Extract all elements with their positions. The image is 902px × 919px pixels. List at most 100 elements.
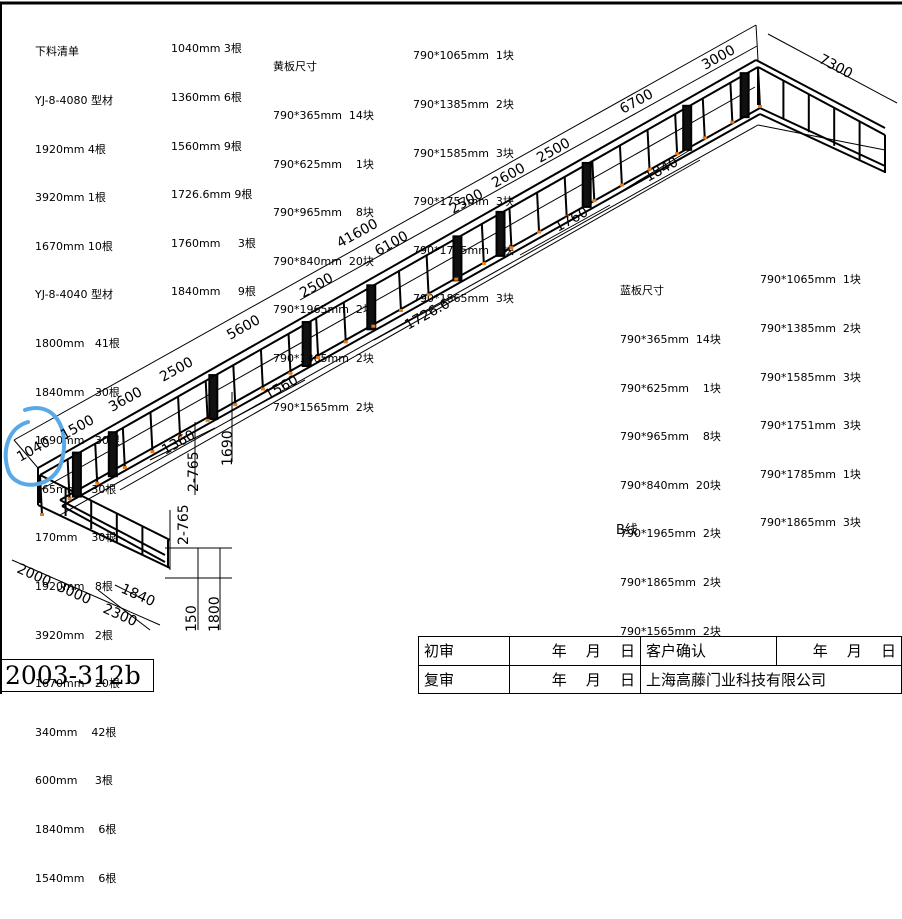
dimension-label: 1840 bbox=[118, 581, 157, 610]
day-label: 日 bbox=[619, 670, 635, 689]
cut-list-line: 1760mm 3根 bbox=[171, 236, 256, 250]
blue-board-title: 蓝板尺寸 bbox=[620, 284, 664, 298]
cut-list-line: 1360mm 6根 bbox=[171, 91, 242, 104]
month-label: 月 bbox=[585, 670, 601, 689]
blue-board-line: 790*1585mm 3块 bbox=[760, 370, 861, 384]
dimension-label: 1040 bbox=[14, 434, 53, 465]
cut-list-line: 1040mm 3根 bbox=[171, 42, 242, 56]
yellow-board-line: 790*365mm 14块 bbox=[273, 109, 374, 122]
blue-board-line: 790*1785mm 1块 bbox=[760, 467, 861, 481]
bolt-marker bbox=[205, 418, 210, 422]
dimension-label: 2000 bbox=[14, 561, 53, 590]
bolt-marker bbox=[564, 214, 569, 218]
fence-post bbox=[204, 380, 209, 421]
dimension-label: 2500 bbox=[534, 135, 573, 166]
blue-board-line: 790*840mm 20块 bbox=[620, 478, 721, 492]
drawing-sheet: 下料清单 YJ-8-4080 型材 1920mm 4根 3920mm 1根 16… bbox=[0, 1, 902, 885]
yellow-board-line: 790*1065mm 1块 bbox=[413, 49, 514, 63]
main-fence-run bbox=[37, 59, 886, 569]
fence-post bbox=[563, 176, 568, 217]
bolt-markers bbox=[40, 105, 762, 516]
gate-post bbox=[107, 431, 118, 478]
gate-post bbox=[495, 210, 506, 257]
bolt-marker bbox=[509, 246, 514, 250]
bolt-marker bbox=[371, 324, 376, 328]
cut-list-line: 3920mm 2根 bbox=[35, 628, 113, 642]
fence-post bbox=[646, 129, 651, 170]
blue-board-line: 790*1865mm 2块 bbox=[620, 575, 721, 589]
fence-post bbox=[315, 318, 320, 359]
yellow-board-line: 790*840mm 20块 bbox=[273, 254, 374, 268]
bolt-marker bbox=[150, 450, 155, 454]
bolt-marker bbox=[288, 371, 293, 375]
dimension-label: 1690 bbox=[220, 430, 236, 466]
fence-post bbox=[177, 396, 182, 437]
dimension-label: 2300 bbox=[100, 601, 139, 630]
customer-confirm-label: 客户确认 bbox=[640, 636, 777, 666]
bolt-marker bbox=[702, 136, 707, 140]
bolt-marker bbox=[260, 387, 265, 391]
bolt-marker bbox=[730, 120, 735, 124]
dimension-label: 6100 bbox=[372, 228, 411, 259]
fence-post bbox=[701, 98, 706, 139]
cut-list-line: 170mm 30根 bbox=[35, 531, 117, 545]
line-label: B线 bbox=[616, 523, 638, 538]
bolt-marker bbox=[592, 199, 597, 203]
blue-board-line: 790*1965mm 2块 bbox=[620, 527, 721, 541]
first-review-date: 年 月 日 bbox=[509, 636, 641, 666]
dimension-label: 7300 bbox=[816, 51, 855, 82]
yellow-board-line: 790*1865mm 3块 bbox=[413, 292, 514, 306]
dimension-label: 3000 bbox=[54, 579, 93, 608]
yellow-board-title: 黄板尺寸 bbox=[273, 60, 317, 74]
bolt-marker bbox=[647, 167, 652, 171]
cut-list-line: YJ-8-4080 型材 bbox=[35, 94, 113, 107]
blue-board-line: 790*365mm 14块 bbox=[620, 333, 721, 346]
cut-list-column-2: 1040mm 3根 1360mm 6根 1560mm 9根 1726.6mm 9… bbox=[171, 9, 256, 333]
title-block: 初审 年 月 日 客户确认 年 月 日 复审 年 月 bbox=[418, 636, 902, 694]
fence-post bbox=[149, 412, 154, 453]
year-label: 年 bbox=[551, 670, 567, 689]
cut-list-line: 1840mm 6根 bbox=[35, 822, 117, 836]
cut-list-line: 340mm 42根 bbox=[35, 725, 117, 739]
bolt-marker bbox=[454, 277, 459, 281]
blue-board-column-2: 790*1065mm 1块 790*1385mm 2块 790*1585mm 3… bbox=[760, 240, 861, 564]
fence-post bbox=[287, 333, 292, 374]
month-label: 月 bbox=[585, 642, 601, 661]
dimension-label: 2600 bbox=[489, 160, 528, 191]
blue-board-line: 790*1065mm 1块 bbox=[760, 273, 861, 287]
bolt-marker bbox=[537, 230, 542, 234]
gate-post bbox=[208, 374, 219, 421]
fence-post bbox=[425, 255, 430, 296]
customer-confirm-date: 年 月 日 bbox=[776, 636, 902, 666]
re-review-date: 年 月 日 bbox=[509, 664, 641, 694]
cut-list-line: 3920mm 1根 bbox=[35, 191, 106, 205]
dimension-label: 3000 bbox=[699, 42, 738, 73]
re-review-label: 复审 bbox=[418, 664, 510, 694]
bolt-marker bbox=[481, 261, 486, 265]
yellow-board-line: 790*1565mm 2块 bbox=[273, 400, 374, 414]
bolt-marker bbox=[67, 497, 72, 501]
cut-list-line: 1840mm 30根 bbox=[35, 385, 120, 399]
dimension-label: 2500 bbox=[447, 186, 486, 217]
isometric-frame-drawing: 41600 7300 3000 6700 2500 2600 2500 6100… bbox=[0, 1, 902, 694]
company-name: 上海高藤门业科技有限公司 bbox=[640, 664, 902, 694]
bolt-marker bbox=[343, 340, 348, 344]
blue-board-line: 790*1751mm 3块 bbox=[760, 419, 861, 433]
gate-post bbox=[71, 451, 82, 498]
gate-post bbox=[301, 321, 312, 368]
dimension-label: 2-765 bbox=[176, 504, 192, 545]
yellow-board-line: 790*625mm 1块 bbox=[273, 157, 374, 171]
fence-post bbox=[66, 459, 71, 500]
drawing-number: 2003-312b bbox=[0, 659, 154, 692]
gate-post bbox=[452, 235, 463, 282]
bolt-marker bbox=[95, 481, 100, 485]
cut-list-line: 1670mm 20根 bbox=[35, 677, 120, 691]
dimension-label: 5600 bbox=[224, 312, 263, 343]
fence-post bbox=[398, 270, 402, 312]
fence-post bbox=[729, 82, 734, 123]
annotation-circle bbox=[3, 406, 67, 487]
year-label: 年 bbox=[812, 642, 828, 661]
dimension-lines bbox=[11, 24, 898, 631]
yellow-board-line: 790*1585mm 3块 bbox=[413, 146, 514, 160]
bolt-marker bbox=[122, 465, 127, 469]
